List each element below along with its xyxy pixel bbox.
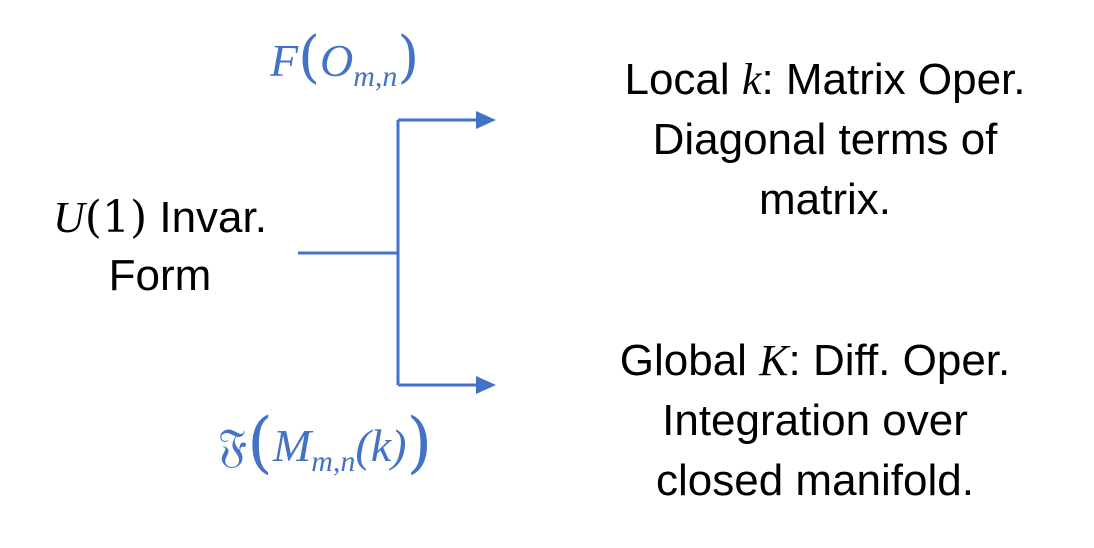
input-math-symbol: U bbox=[53, 193, 85, 242]
bottom-branch-label: 𝔉(Mm,n(k)) bbox=[218, 410, 432, 490]
top-open-paren: ( bbox=[298, 25, 320, 90]
bottom-output-suffix: : Diff. Oper. bbox=[788, 336, 1011, 385]
bottom-function-symbol: 𝔉 bbox=[218, 418, 248, 472]
bottom-inner-argument: (k) bbox=[355, 420, 407, 471]
bottom-operator-symbol: M bbox=[272, 420, 312, 471]
input-node-line1: U(1) Invar. bbox=[10, 190, 310, 246]
top-function-symbol: F bbox=[270, 35, 299, 86]
top-output-math: k bbox=[741, 55, 762, 104]
bottom-subscript: m,n bbox=[311, 445, 356, 478]
top-output-prefix: Local bbox=[624, 55, 742, 104]
bottom-open-paren: ( bbox=[247, 404, 273, 481]
top-output-block: Local k: Matrix Oper. Diagonal terms of … bbox=[570, 52, 1080, 228]
bottom-output-line2: Integration over bbox=[662, 396, 968, 445]
top-output-line1: Local k: Matrix Oper. bbox=[570, 52, 1080, 108]
bottom-output-block: Global K: Diff. Oper. Integration over c… bbox=[560, 333, 1070, 509]
top-arrowhead bbox=[476, 111, 496, 129]
input-line1-suffix: Invar. bbox=[147, 193, 267, 242]
bottom-close-paren: ) bbox=[406, 404, 433, 481]
bottom-output-math: K bbox=[759, 336, 789, 385]
input-node: U(1) Invar. Form bbox=[10, 190, 310, 304]
input-node-line2: Form bbox=[108, 251, 212, 300]
top-output-line2: Diagonal terms of bbox=[652, 115, 998, 164]
top-subscript: m,n bbox=[353, 60, 398, 93]
bottom-output-line3: closed manifold. bbox=[656, 456, 974, 505]
top-output-suffix: : Matrix Oper. bbox=[761, 55, 1026, 104]
bottom-arrowhead bbox=[476, 376, 496, 394]
bottom-output-prefix: Global bbox=[619, 336, 760, 385]
top-output-line3: matrix. bbox=[759, 175, 891, 224]
bottom-output-line1: Global K: Diff. Oper. bbox=[560, 333, 1070, 389]
top-close-paren: ) bbox=[397, 25, 420, 90]
top-operator-symbol: O bbox=[319, 35, 354, 86]
input-math-argument: (1) bbox=[84, 192, 148, 243]
top-branch-label: F(Om,n) bbox=[270, 30, 419, 105]
